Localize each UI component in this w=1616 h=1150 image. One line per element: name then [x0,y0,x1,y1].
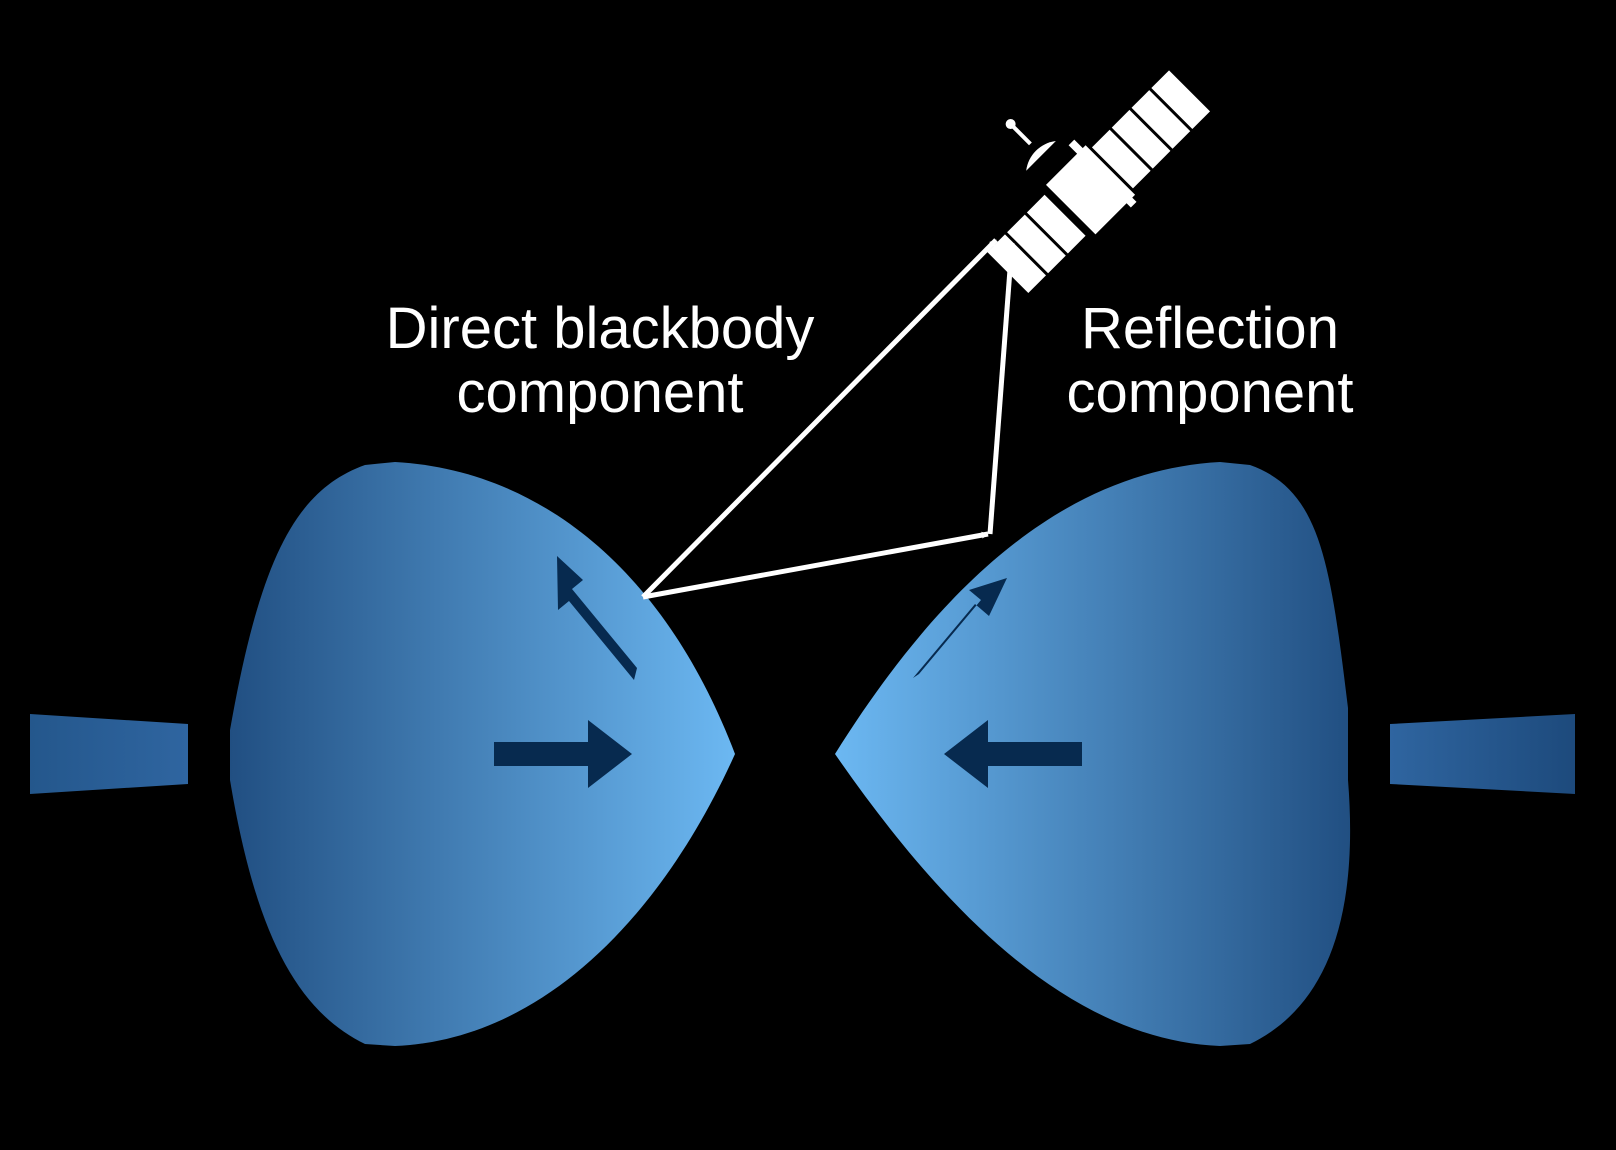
right-horizontal-arrow [944,720,1082,788]
left-disk-segment [30,714,188,794]
left-emission-lobe [230,462,735,1046]
direct-label-line-1: Direct blackbody [385,296,815,361]
reflection-ray [987,242,1016,535]
reflection-label-line-1: Reflection [1081,296,1339,361]
satellite-icon [987,70,1211,294]
direct-component-label: Direct blackbody component [340,297,860,425]
right-diagonal-arrow [913,578,1007,678]
left-horizontal-arrow [494,720,632,788]
disk-to-lobe-ray [642,531,989,600]
direct-ray [641,238,998,599]
direct-label-line-2: component [456,360,744,425]
reflection-component-label: Reflection component [1000,297,1420,425]
reflection-label-line-2: component [1066,360,1354,425]
right-emission-lobe [835,462,1351,1046]
left-diagonal-arrow [557,556,637,680]
right-disk-segment [1390,714,1575,794]
